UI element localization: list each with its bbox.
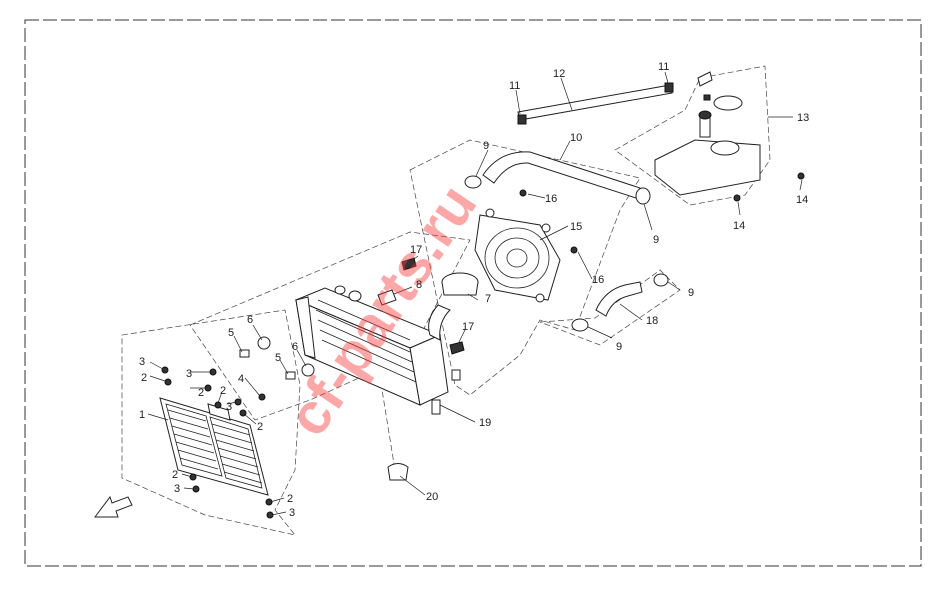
diagram-frame	[24, 19, 922, 567]
callout-2: 2	[172, 469, 178, 481]
callout-3: 3	[226, 401, 232, 413]
callout-17: 17	[410, 244, 422, 256]
coolant-reservoir	[654, 71, 761, 196]
callout-labels: 1 3 2 3 2 2 3 2 2 3 2 3 4 5 6 5 6 7 8 17…	[139, 61, 809, 519]
callout-6: 6	[292, 341, 298, 353]
radiator-cap	[428, 272, 479, 341]
callout-16: 16	[592, 274, 604, 286]
callout-16: 16	[545, 193, 557, 205]
callout-8: 8	[416, 279, 422, 291]
callout-5: 5	[275, 352, 281, 364]
callout-10: 10	[570, 132, 582, 144]
callout-7: 7	[485, 293, 491, 305]
callout-14: 14	[733, 220, 745, 232]
callout-15: 15	[570, 221, 582, 233]
callout-9: 9	[483, 140, 489, 152]
callout-9: 9	[653, 234, 659, 246]
callout-13: 13	[797, 112, 809, 124]
callout-3: 3	[289, 507, 295, 519]
callout-6: 6	[247, 314, 253, 326]
callout-1: 1	[139, 409, 145, 421]
radiator-grille	[159, 397, 269, 496]
callout-9: 9	[616, 341, 622, 353]
callout-4: 4	[238, 373, 244, 385]
callout-2: 2	[220, 385, 226, 397]
callout-12: 12	[553, 68, 565, 80]
callout-5: 5	[228, 327, 234, 339]
callout-3: 3	[174, 483, 180, 495]
lower-hose	[595, 281, 643, 317]
callout-2: 2	[141, 372, 147, 384]
callout-14: 14	[796, 194, 808, 206]
callout-9: 9	[688, 287, 694, 299]
radiator-core	[294, 285, 461, 415]
callout-3: 3	[139, 356, 145, 368]
front-arrow-icon	[94, 495, 133, 518]
upper-hose	[482, 151, 641, 199]
callout-11: 11	[658, 61, 669, 73]
hose-clamps	[464, 175, 669, 332]
fasteners	[161, 172, 805, 519]
callout-20: 20	[426, 491, 438, 503]
small-clamps	[517, 82, 674, 125]
callout-2: 2	[198, 387, 204, 399]
assembly-outlines	[121, 65, 771, 536]
callout-17: 17	[462, 321, 474, 333]
callout-3: 3	[186, 368, 192, 380]
fan-shroud	[474, 208, 561, 303]
overflow-tube	[517, 84, 673, 121]
callout-2: 2	[257, 421, 263, 433]
callout-18: 18	[646, 315, 658, 327]
callout-2: 2	[287, 493, 293, 505]
callout-11: 11	[509, 80, 520, 92]
callout-19: 19	[479, 417, 491, 429]
leader-lines	[147, 71, 803, 516]
